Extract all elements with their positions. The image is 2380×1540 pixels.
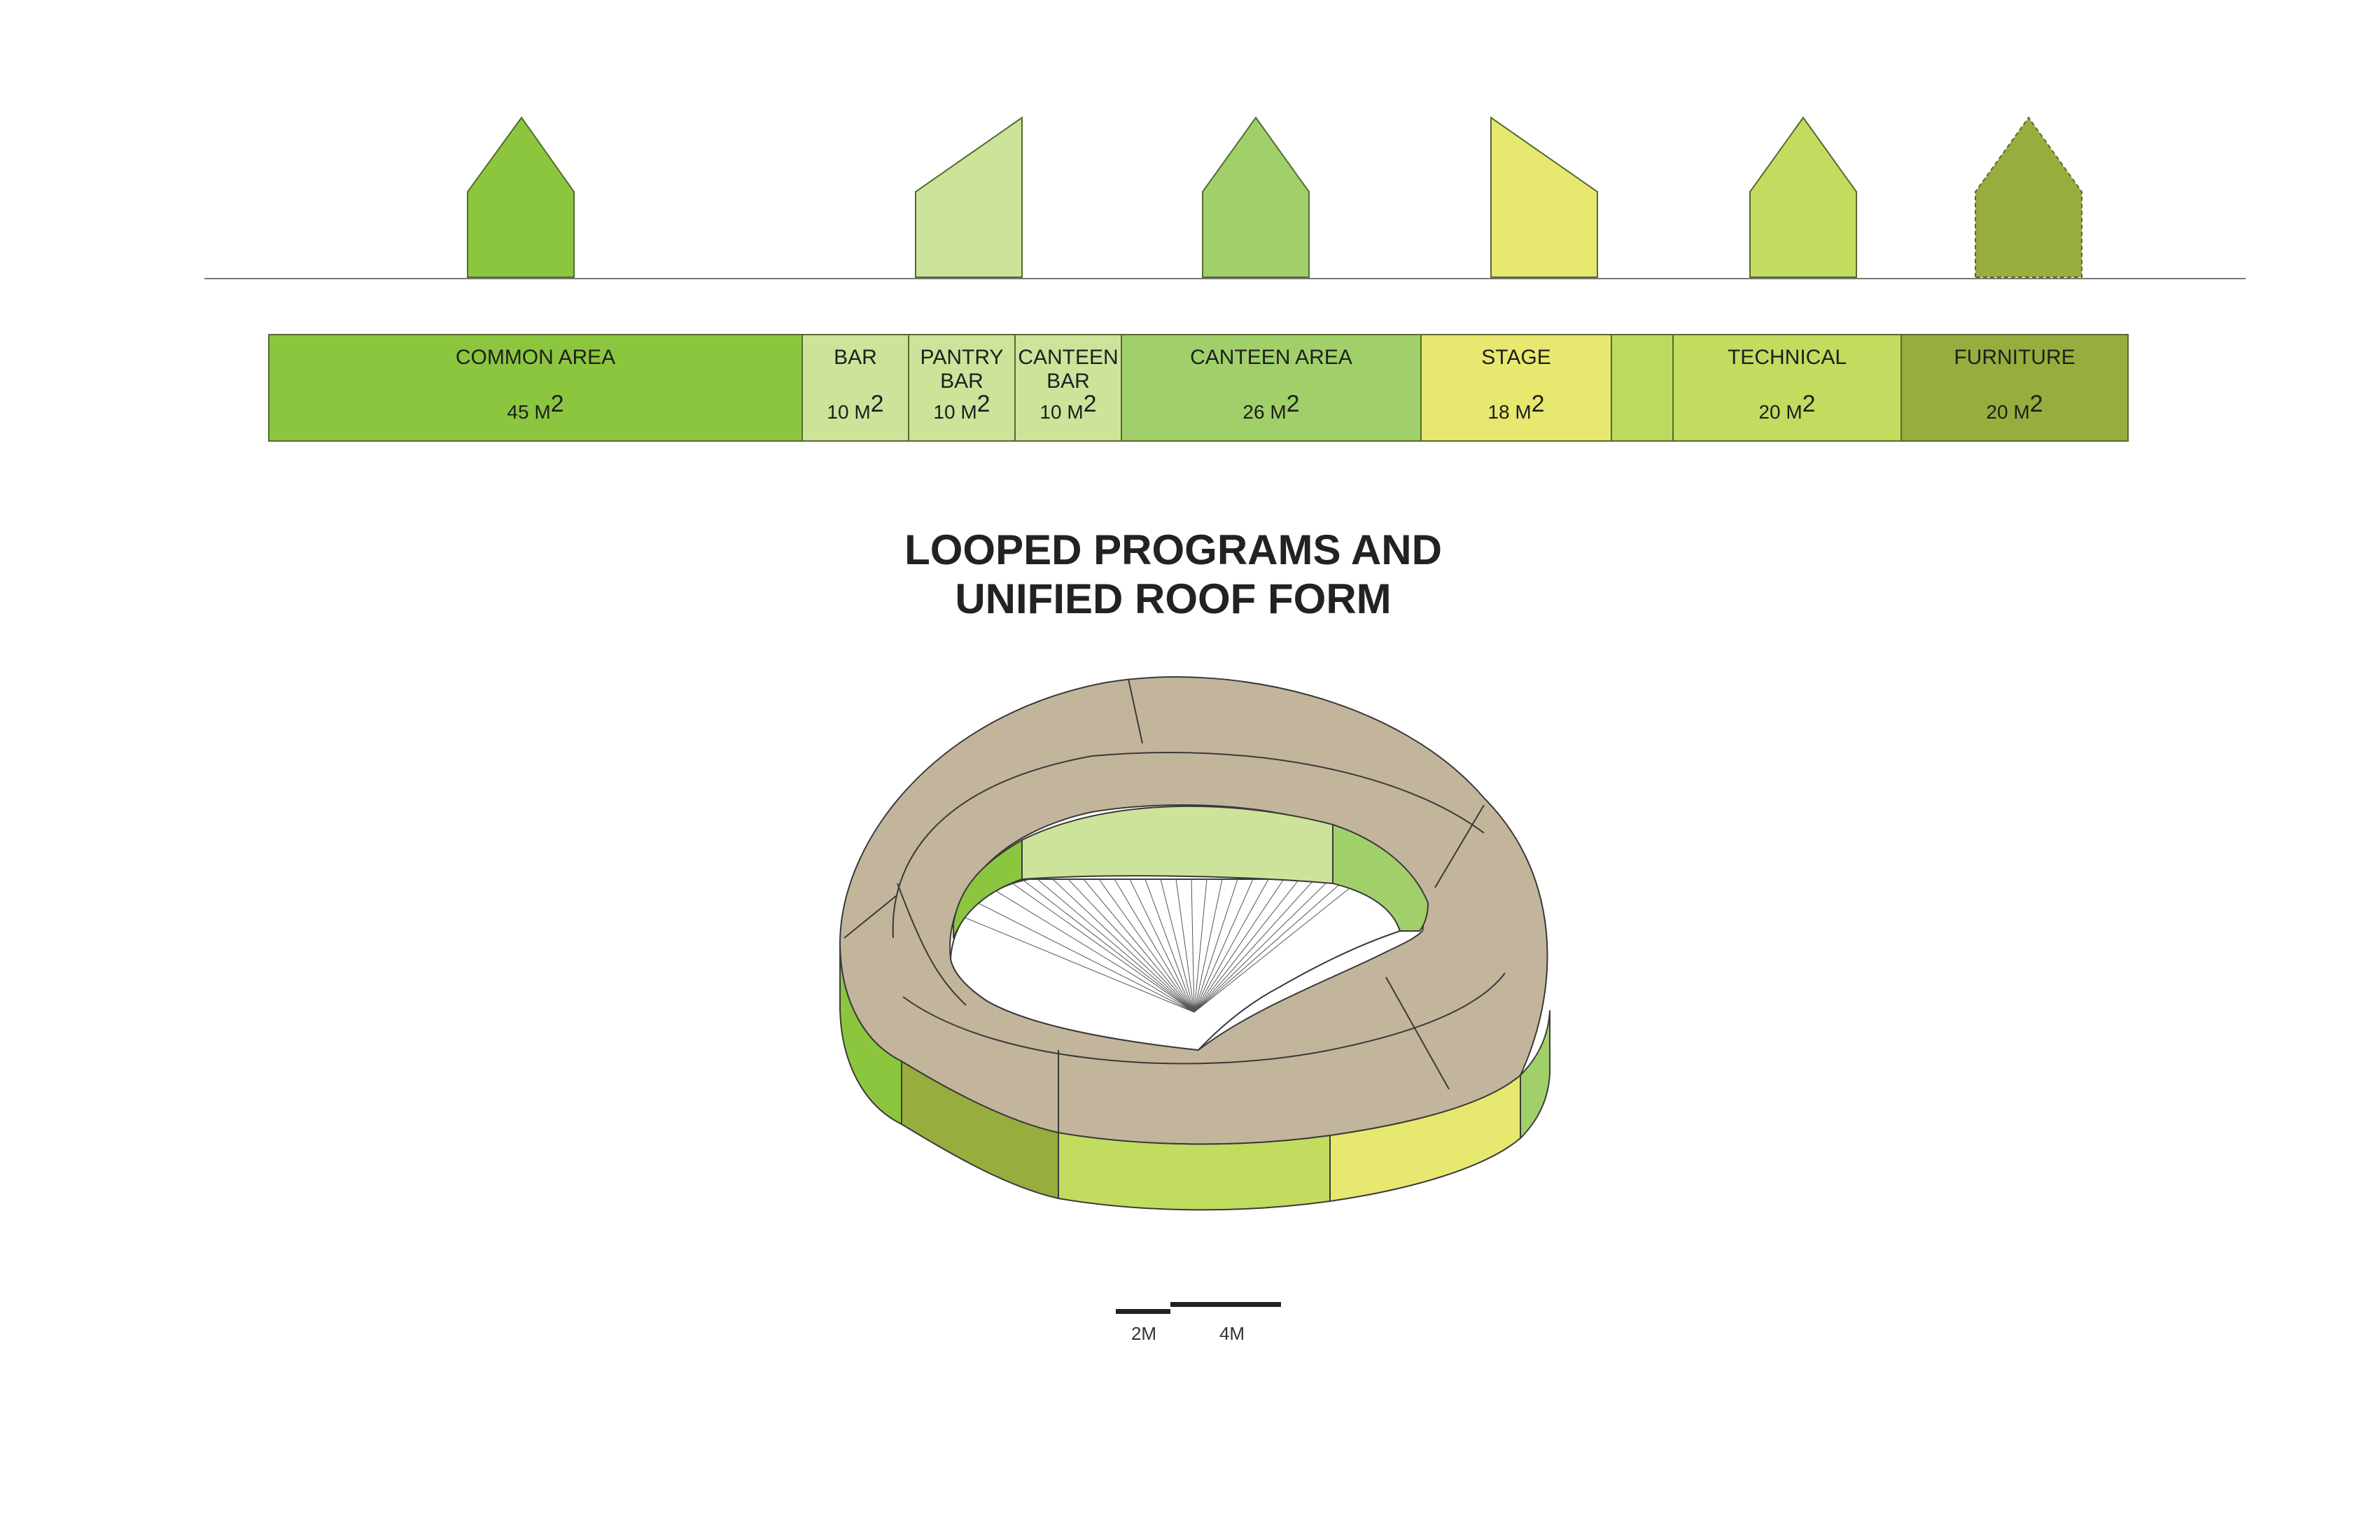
program-cell: STAGE 18 M2: [1420, 334, 1612, 442]
program-area: 20 M2: [1986, 391, 2043, 423]
seating-ray: [1194, 878, 1238, 1013]
roof-joint: [844, 895, 897, 939]
volume-furniture: [1975, 116, 2082, 278]
program-cell-fill: [1672, 334, 1902, 442]
roof-inner-band: [902, 972, 1506, 1065]
seating-ray: [960, 915, 1195, 1013]
volume-common-area: [467, 116, 575, 278]
seating-ray: [1194, 878, 1269, 1013]
seating-ray: [1194, 878, 1331, 1013]
program-area: 10 M2: [933, 391, 990, 423]
seating-ray: [1006, 878, 1195, 1013]
program-cell-fill: [268, 334, 803, 442]
program-label: BAR: [1046, 370, 1090, 393]
program-label: STAGE: [1481, 346, 1550, 369]
program-cell-fill: [1014, 334, 1122, 442]
program-label: FURNITURE: [1954, 346, 2075, 369]
seating-ray: [990, 888, 1195, 1013]
looped-roof-axonometric: [839, 676, 1550, 1211]
seating-ray: [1098, 878, 1195, 1013]
seating-ray: [1068, 878, 1195, 1013]
program-label: PANTRY: [920, 346, 1004, 369]
program-label: COMMON AREA: [456, 346, 615, 369]
program-cell-fill: [908, 334, 1016, 442]
program-cell-fill: [1121, 334, 1422, 442]
program-label: TECHNICAL: [1728, 346, 1847, 369]
program-label: CANTEEN AREA: [1190, 346, 1352, 369]
program-cell-fill: [1611, 334, 1674, 442]
seating-ray: [975, 901, 1195, 1013]
seating-ray: [1160, 878, 1195, 1013]
roof-joint: [897, 883, 967, 1006]
title-line-1: LOOPED PROGRAMS AND: [904, 526, 1442, 573]
diagram-title: LOOPED PROGRAMS AND UNIFIED ROOF FORM: [904, 526, 1442, 622]
scale-bar-segment-1: [1116, 1309, 1170, 1314]
program-elevation: [204, 116, 2246, 279]
program-area: 26 M2: [1242, 391, 1299, 423]
scale-label-4m: 4M: [1219, 1323, 1245, 1344]
volume-bar: [915, 116, 1023, 278]
program-area: 10 M2: [827, 391, 883, 423]
program-area: 45 M2: [507, 391, 564, 423]
program-cell-fill: [1420, 334, 1612, 442]
seating-ray: [1194, 878, 1223, 1013]
seating-rays: [960, 878, 1362, 1013]
seating-ray: [1194, 878, 1284, 1013]
seating-ray: [1191, 878, 1195, 1013]
volume-canteen-area: [1202, 116, 1310, 278]
title-line-2: UNIFIED ROOF FORM: [955, 575, 1391, 622]
inner-wall-canteen-area: [1332, 824, 1429, 932]
program-cell: FURNITURE 20 M2: [1900, 334, 2129, 442]
program-area: 18 M2: [1488, 391, 1544, 423]
seating-ray: [1194, 878, 1346, 1013]
seating-ray: [1083, 878, 1195, 1013]
seating-ray: [1052, 878, 1195, 1013]
program-cell: COMMON AREA 45 M2: [268, 334, 803, 442]
seating-ray: [1194, 878, 1315, 1013]
scale-label-2m: 2M: [1131, 1323, 1156, 1344]
seating-ray: [1175, 878, 1195, 1013]
program-label: BAR: [940, 370, 983, 393]
roof-joint: [1385, 976, 1450, 1090]
program-cell: CANTEEN AREA 26 M2: [1121, 334, 1422, 442]
volume-technical: [1749, 116, 1857, 278]
program-area: 20 M2: [1758, 391, 1815, 423]
program-area: 10 M2: [1040, 391, 1096, 423]
program-cell: TECHNICAL 20 M2: [1672, 334, 1902, 442]
program-cell-fill: [1900, 334, 2129, 442]
seating-ray: [1037, 878, 1195, 1013]
seating-ray: [1194, 878, 1300, 1013]
program-label: BAR: [834, 346, 877, 369]
roof-joint: [1128, 678, 1143, 744]
roof-inner-band: [892, 751, 1485, 939]
scale-bar: 2M 4M: [1116, 1302, 1281, 1344]
program-cell: BAR 10 M2: [802, 334, 909, 442]
seating-ray: [1194, 878, 1254, 1013]
seating-ray: [1194, 878, 1362, 1013]
wall-segment-canteen-end: [1520, 1010, 1550, 1139]
seating-ray: [1144, 878, 1195, 1013]
roof-joint: [1434, 804, 1485, 888]
volume-stage: [1490, 116, 1598, 278]
seating-ray: [1021, 878, 1195, 1013]
scale-bar-segment-2: [1170, 1302, 1281, 1307]
program-label: CANTEEN: [1018, 346, 1118, 369]
program-cell: [1611, 334, 1674, 442]
seating-ray: [1194, 878, 1208, 1013]
seating-ray: [1114, 878, 1195, 1013]
seating-ray: [1129, 878, 1195, 1013]
